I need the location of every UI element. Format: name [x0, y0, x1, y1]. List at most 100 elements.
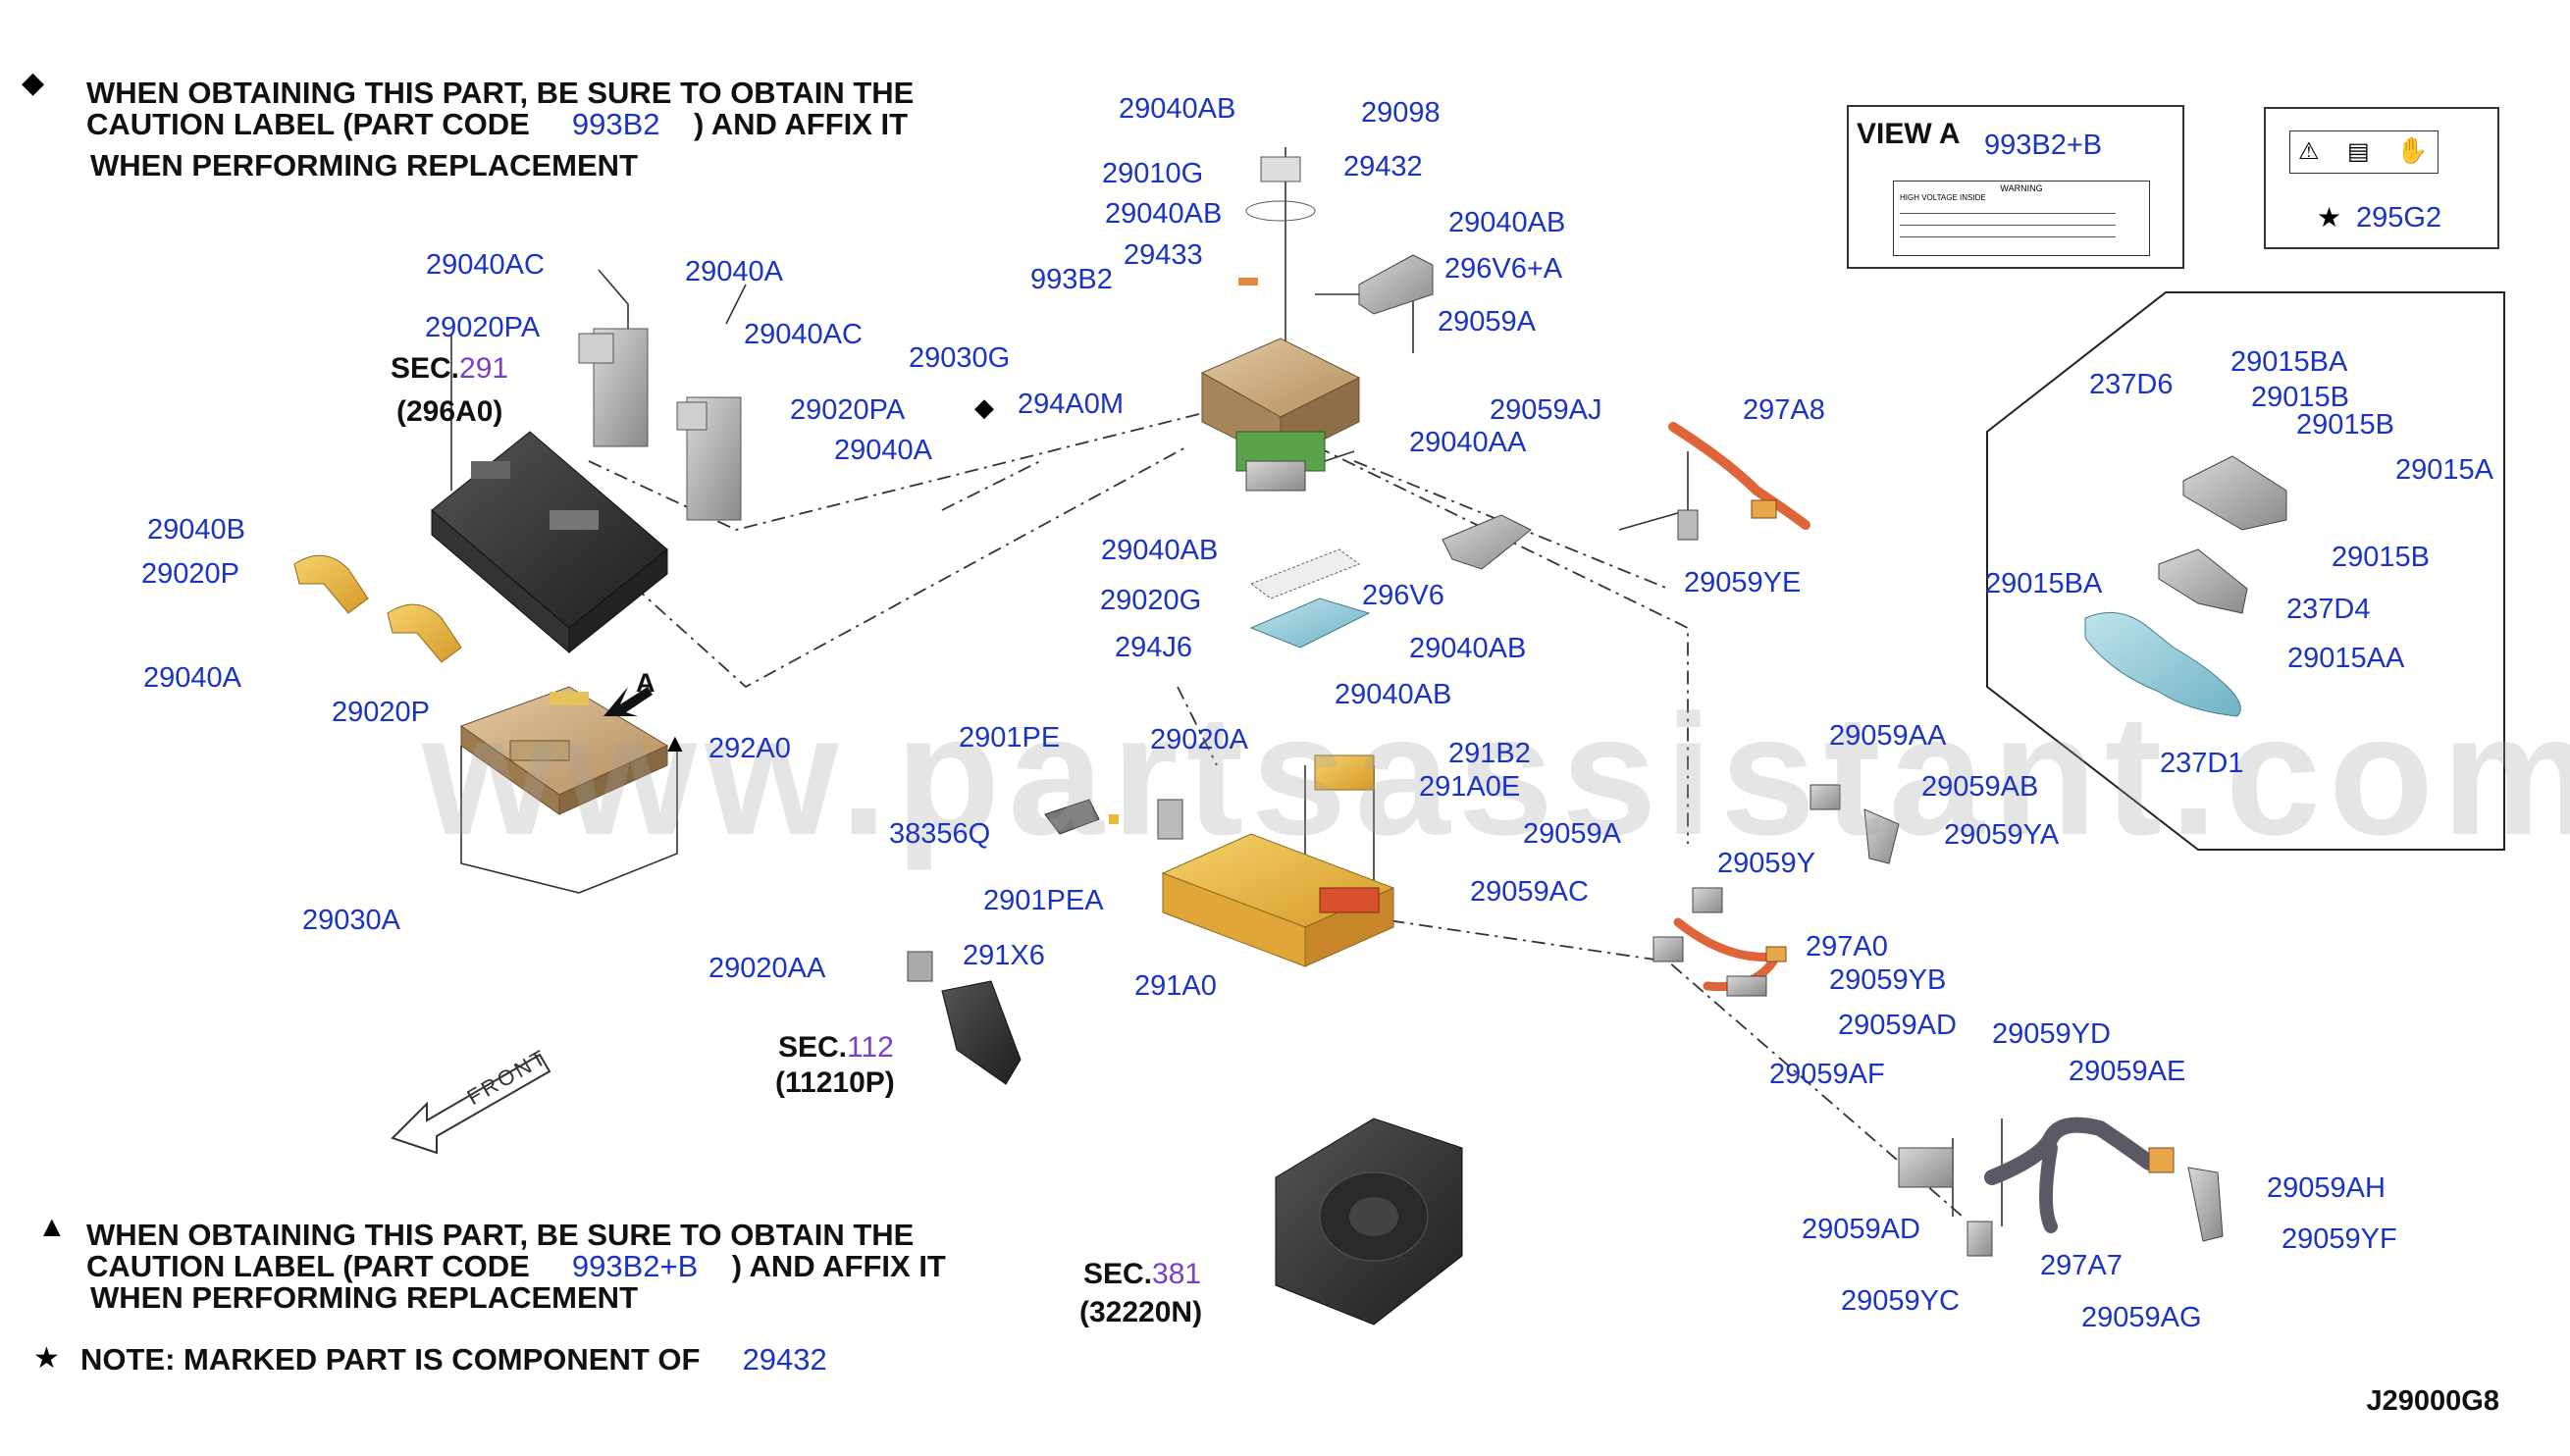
label-29015BA[interactable]: 29015BA — [1985, 568, 2103, 599]
bracket-29020PA-b — [676, 396, 742, 521]
star-note: NOTE: MARKED PART IS COMPONENT OF 29432 — [80, 1342, 827, 1377]
label-292A0[interactable]: 292A0 — [708, 733, 791, 764]
section-381-sub: (32220N) — [1079, 1296, 1203, 1328]
plate-294J6 — [1249, 598, 1371, 649]
section-112[interactable]: SEC.112 — [778, 1031, 894, 1064]
label-29040AB[interactable]: 29040AB — [1119, 93, 1236, 125]
section-291[interactable]: SEC.291 — [391, 352, 509, 385]
label-29040AB[interactable]: 29040AB — [1105, 198, 1223, 230]
label-297A8[interactable]: 297A8 — [1743, 394, 1825, 426]
label-29040AB[interactable]: 29040AB — [1335, 679, 1452, 710]
label-29059AD[interactable]: 29059AD — [1802, 1214, 1920, 1245]
label-29040A[interactable]: 29040A — [834, 435, 932, 466]
label-29040B[interactable]: 29040B — [147, 514, 245, 546]
warning-heading: WARNING — [2000, 183, 2043, 193]
label-29015A[interactable]: 29015A — [2395, 454, 2493, 486]
label-2901PE[interactable]: 2901PE — [959, 722, 1061, 754]
charger-292A0 — [459, 686, 669, 815]
label-296V6[interactable]: 296V6 — [1362, 580, 1444, 611]
diamond-note-line1: WHEN OBTAINING THIS PART, BE SURE TO OBT… — [86, 76, 915, 110]
label-297A0[interactable]: 297A0 — [1806, 931, 1888, 962]
label-29015BA[interactable]: 29015BA — [2230, 346, 2348, 378]
label-29059YC[interactable]: 29059YC — [1841, 1285, 1960, 1317]
label-29059YB[interactable]: 29059YB — [1829, 964, 1947, 996]
label-291X6[interactable]: 291X6 — [963, 940, 1045, 971]
bracket-296V6 — [1442, 514, 1532, 570]
label-29059YA[interactable]: 29059YA — [1944, 819, 2060, 851]
hand-icon: ✋ — [2396, 135, 2429, 165]
harness-297A8 — [1668, 422, 1810, 541]
label-291A0E[interactable]: 291A0E — [1419, 771, 1521, 803]
label-295g2-code[interactable]: 295G2 — [2356, 202, 2442, 234]
bracket-29020PA-a — [578, 328, 649, 447]
label-993B2[interactable]: 993B2 — [1030, 264, 1113, 295]
view-a-marker: A — [636, 668, 656, 698]
star-icon: ★ — [33, 1342, 60, 1375]
label-29040AC[interactable]: 29040AC — [426, 249, 545, 281]
label-29015AA[interactable]: 29015AA — [2287, 643, 2405, 674]
label-2901PEA[interactable]: 2901PEA — [983, 885, 1104, 916]
section-381[interactable]: SEC.381 — [1083, 1258, 1202, 1290]
view-a-code[interactable]: 993B2+B — [1984, 130, 2103, 161]
label-29015B[interactable]: 29015B — [2251, 382, 2349, 413]
triangle-marker-292A0: ▲ — [662, 728, 688, 757]
label-29040AB[interactable]: 29040AB — [1409, 633, 1527, 664]
label-29020PA[interactable]: 29020PA — [790, 394, 906, 426]
label-29433[interactable]: 29433 — [1124, 239, 1203, 271]
label-29059AF[interactable]: 29059AF — [1769, 1059, 1885, 1090]
label-29010G[interactable]: 29010G — [1102, 158, 1204, 189]
label-29015B[interactable]: 29015B — [2332, 542, 2430, 573]
label-29015B[interactable]: 29015B — [2296, 409, 2394, 441]
triangle-note-line1: WHEN OBTAINING THIS PART, BE SURE TO OBT… — [86, 1218, 915, 1252]
gasket-29020G — [1249, 548, 1361, 599]
label-29059AB[interactable]: 29059AB — [1921, 771, 2039, 803]
label-294J6[interactable]: 294J6 — [1115, 632, 1193, 663]
label-29098[interactable]: 29098 — [1361, 97, 1441, 129]
label-29059A[interactable]: 29059A — [1438, 306, 1536, 338]
label-291B2[interactable]: 291B2 — [1448, 738, 1531, 769]
label-29059AJ[interactable]: 29059AJ — [1490, 394, 1602, 426]
label-237D4[interactable]: 237D4 — [2286, 594, 2371, 625]
diagram-code: J29000G8 — [2366, 1385, 2499, 1417]
warning-label: WARNING HIGH VOLTAGE INSIDE — [1893, 181, 2150, 256]
label-29059AC[interactable]: 29059AC — [1470, 876, 1589, 908]
label-29059A[interactable]: 29059A — [1523, 818, 1621, 850]
label-29040A[interactable]: 29040A — [143, 662, 241, 694]
label-29020A[interactable]: 29020A — [1150, 724, 1248, 755]
label-29059Y[interactable]: 29059Y — [1717, 848, 1815, 879]
label-294A0M[interactable]: 294A0M — [1018, 389, 1125, 420]
label-29030G[interactable]: 29030G — [909, 342, 1011, 374]
label-29059YE[interactable]: 29059YE — [1684, 567, 1802, 598]
label-29059YD[interactable]: 29059YD — [1992, 1018, 2111, 1050]
label-297A7[interactable]: 297A7 — [2040, 1250, 2123, 1281]
label-29040AA[interactable]: 29040AA — [1409, 427, 1527, 458]
label-29040AB[interactable]: 29040AB — [1101, 535, 1219, 566]
label-29059YF[interactable]: 29059YF — [2282, 1223, 2397, 1255]
junction-box-296A0 — [431, 431, 668, 654]
label-291A0[interactable]: 291A0 — [1134, 970, 1217, 1002]
label-29020PA[interactable]: 29020PA — [425, 312, 541, 343]
diamond-note-line3: WHEN PERFORMING REPLACEMENT — [90, 148, 638, 182]
label-29030A[interactable]: 29030A — [302, 905, 400, 936]
label-29059AE[interactable]: 29059AE — [2069, 1056, 2186, 1087]
label-29059AD[interactable]: 29059AD — [1838, 1010, 1957, 1041]
warning-text: HIGH VOLTAGE INSIDE — [1900, 193, 1986, 202]
label-29059AH[interactable]: 29059AH — [2267, 1172, 2386, 1204]
bracket-296V6-A — [1358, 254, 1434, 315]
label-29020AA[interactable]: 29020AA — [708, 953, 826, 984]
label-29059AA[interactable]: 29059AA — [1829, 720, 1947, 752]
label-29432[interactable]: 29432 — [1343, 151, 1423, 182]
label-296V6-A[interactable]: 296V6+A — [1444, 253, 1563, 285]
label-237D1[interactable]: 237D1 — [2160, 748, 2244, 779]
label-38356Q[interactable]: 38356Q — [889, 818, 991, 850]
label-29040AC[interactable]: 29040AC — [744, 319, 863, 350]
label-29040A[interactable]: 29040A — [685, 256, 783, 287]
harness-297A0 — [1652, 784, 1900, 997]
label-29040AB[interactable]: 29040AB — [1448, 207, 1566, 238]
label-29020P[interactable]: 29020P — [332, 697, 430, 728]
label-29020G[interactable]: 29020G — [1100, 585, 1202, 616]
label-29059AG[interactable]: 29059AG — [2081, 1302, 2202, 1333]
triangle-note-line3: WHEN PERFORMING REPLACEMENT — [90, 1280, 638, 1315]
label-237D6[interactable]: 237D6 — [2089, 369, 2174, 400]
label-29020P[interactable]: 29020P — [141, 558, 239, 590]
